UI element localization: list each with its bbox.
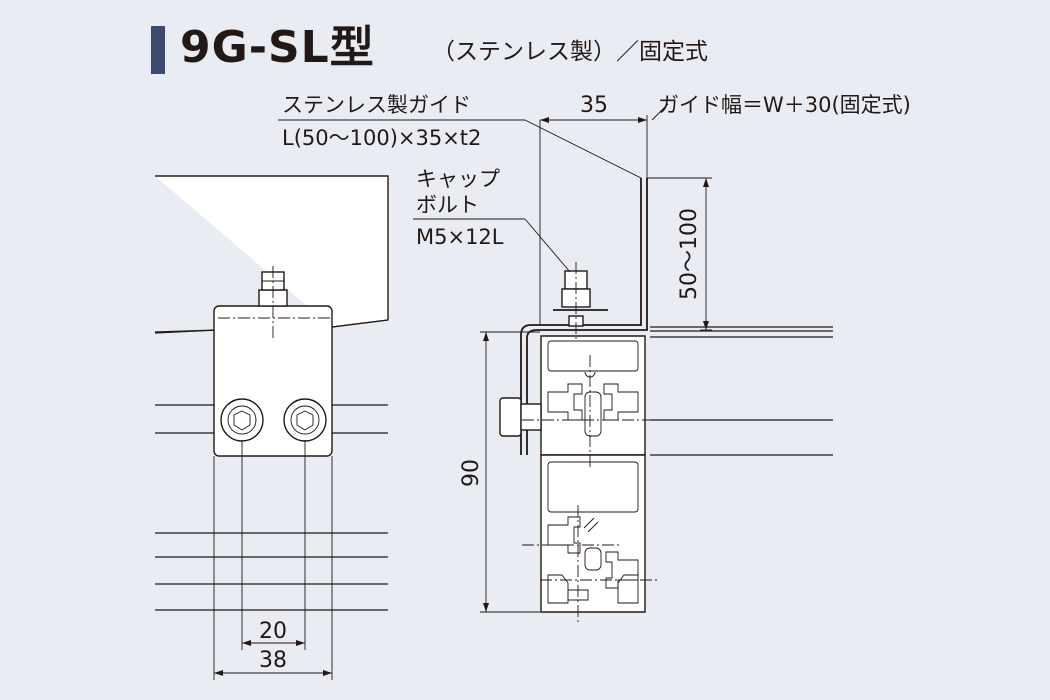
dim-guide-height: 50～100 [677, 208, 702, 300]
dim-35-lines [539, 115, 648, 325]
dim-lines-front [213, 440, 333, 680]
label-cap-spec: M5×12L [416, 225, 504, 249]
label-guide-name: ステンレス製ガイド [282, 93, 471, 117]
side-view [278, 103, 833, 625]
front-view [154, 175, 389, 680]
bolt-right-front [283, 398, 327, 442]
label-cap-line1: キャップ [416, 167, 500, 191]
leader-lines [278, 103, 669, 273]
title-accent-bar [151, 26, 165, 74]
dim-guide-depth: 35 [580, 93, 608, 118]
dim-90-lines [480, 331, 540, 613]
label-cap-line2: ボルト [416, 193, 479, 217]
dim-hole-pitch: 20 [259, 619, 287, 644]
label-guide-spec: L(50～100)×35×t2 [282, 126, 481, 150]
aluminum-frame-profile [540, 335, 646, 613]
side-bolt [499, 397, 542, 437]
belt-lines-side [650, 326, 833, 456]
dim-50-100-lines [647, 177, 712, 331]
page-subtitle: （ステンレス製）／固定式 [432, 39, 708, 65]
cap-bolt-front [258, 266, 288, 340]
dim-frame-height: 90 [459, 459, 484, 487]
label-guide-width: ガイド幅＝W＋30(固定式) [658, 93, 911, 117]
cap-bolt-side [553, 262, 608, 340]
page-title: 9G-SL型 [180, 22, 375, 73]
bolt-left-front [220, 398, 264, 442]
dim-bracket-width: 38 [259, 648, 287, 673]
